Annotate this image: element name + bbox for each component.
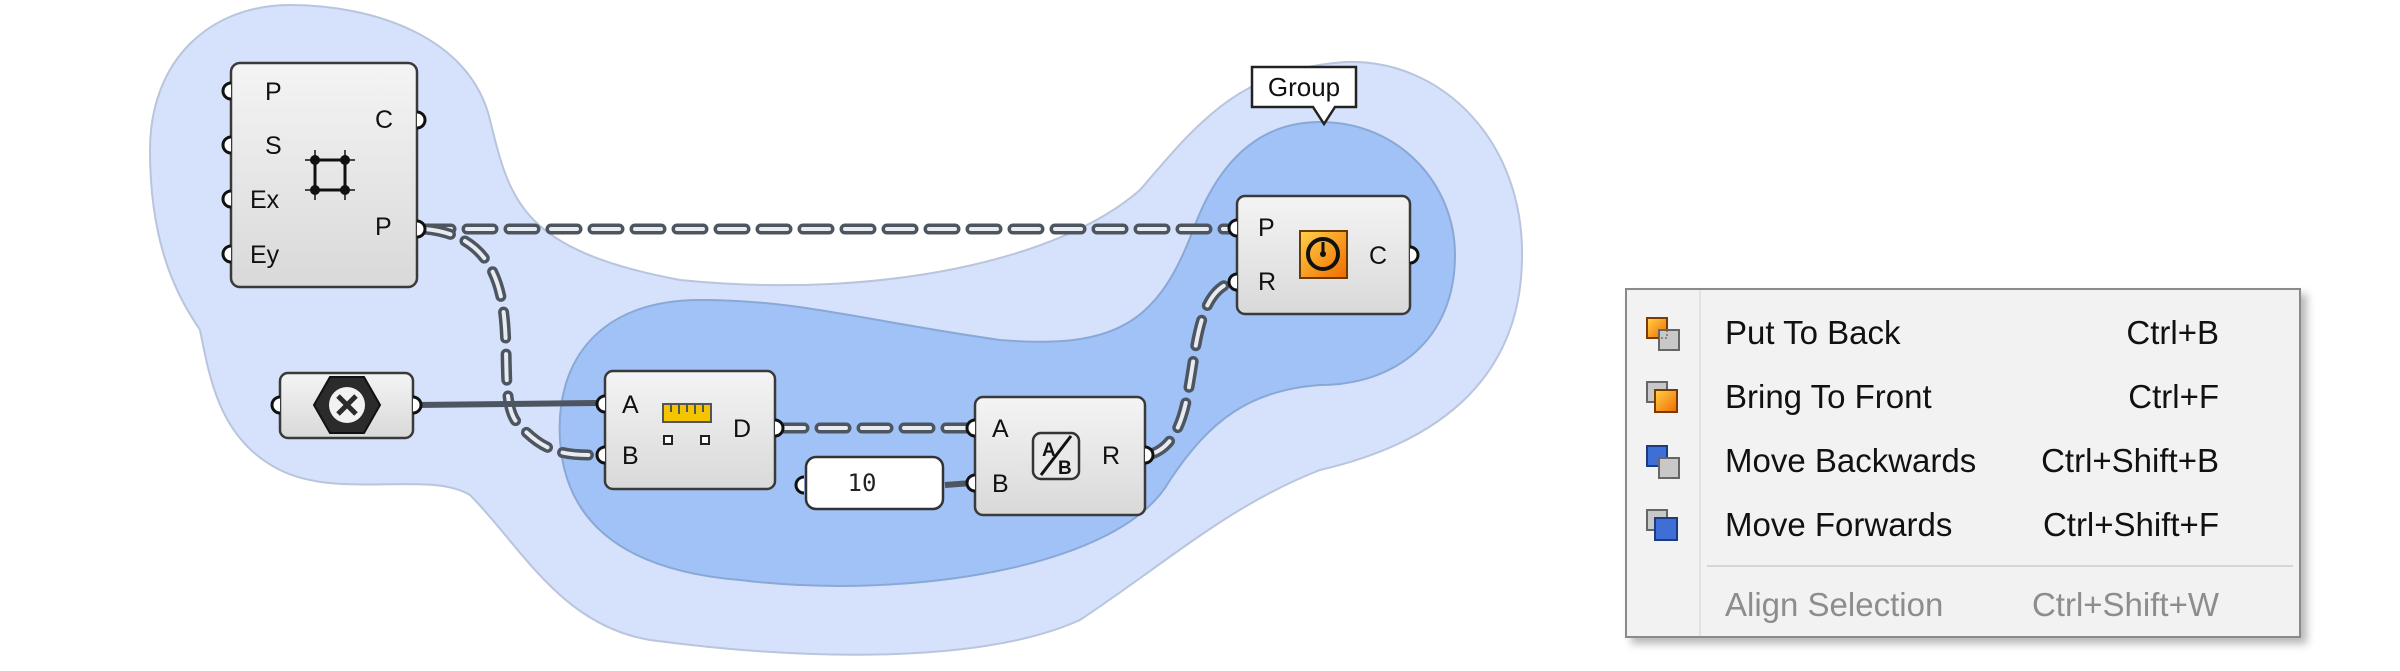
ruler-icon bbox=[662, 403, 712, 445]
circle-icon bbox=[1299, 230, 1348, 279]
division-output-r: R bbox=[1102, 442, 1120, 470]
menu-item-shortcut: Ctrl+Shift+F bbox=[2042, 506, 2219, 543]
rectangle-component[interactable]: P S Ex Ey C P bbox=[221, 61, 427, 289]
menu-item-bring-to-front[interactable]: Bring To Front Ctrl+F bbox=[1627, 364, 2299, 428]
menu-item-align-selection[interactable]: Align Selection Ctrl+Shift+W bbox=[1627, 572, 2299, 636]
distance-output-d: D bbox=[733, 415, 751, 443]
division-input-b: B bbox=[992, 470, 1009, 498]
menu-item-label: Move Forwards bbox=[1725, 506, 1953, 543]
input-grips[interactable] bbox=[221, 81, 232, 264]
delete-hexagon-icon bbox=[312, 376, 382, 434]
number-panel[interactable]: 10 bbox=[794, 455, 945, 511]
menu-item-shortcut: Ctrl+Shift+W bbox=[2031, 586, 2219, 623]
bring-to-front-icon bbox=[1646, 381, 1678, 413]
move-backwards-icon bbox=[1646, 445, 1680, 479]
rect-input-s: S bbox=[265, 132, 282, 160]
rect-output-c: C bbox=[375, 106, 393, 134]
menu-item-shortcut: Ctrl+F bbox=[2128, 378, 2219, 415]
circle-output-c: C bbox=[1369, 242, 1387, 270]
put-to-back-icon bbox=[1646, 317, 1680, 351]
menu-item-label: Put To Back bbox=[1725, 314, 1901, 351]
svg-text:A: A bbox=[1042, 440, 1056, 461]
menu-item-put-to-back[interactable]: Put To Back Ctrl+B bbox=[1627, 300, 2299, 364]
menu-item-shortcut: Ctrl+B bbox=[2126, 314, 2219, 351]
rect-input-ex: Ex bbox=[250, 186, 280, 214]
group-tag-label: Group bbox=[1268, 72, 1340, 102]
menu-item-label: Align Selection bbox=[1725, 586, 1944, 623]
division-input-a: A bbox=[992, 415, 1009, 443]
wire-delete-to-distance bbox=[414, 400, 597, 408]
distance-input-b: B bbox=[622, 442, 639, 470]
menu-separator bbox=[1707, 565, 2293, 567]
context-menu: Put To Back Ctrl+B Bring To Front Ctrl+F… bbox=[1625, 288, 2301, 638]
menu-item-shortcut: Ctrl+Shift+B bbox=[2041, 442, 2219, 479]
circle-component[interactable]: P R C bbox=[1227, 194, 1420, 316]
wires bbox=[414, 223, 1238, 488]
rect-input-ey: Ey bbox=[250, 241, 280, 269]
svg-text:B: B bbox=[1058, 458, 1072, 479]
divide-icon: A B bbox=[1031, 431, 1081, 481]
inner-group-region[interactable] bbox=[558, 120, 1457, 587]
menu-item-label: Move Backwards bbox=[1725, 442, 1977, 479]
move-forwards-icon bbox=[1646, 509, 1678, 541]
rectangle-icon bbox=[305, 150, 355, 200]
number-panel-value[interactable]: 10 bbox=[848, 469, 877, 497]
division-component[interactable]: A B R A B bbox=[965, 395, 1155, 517]
circle-input-p: P bbox=[1258, 214, 1275, 242]
menu-item-move-forwards[interactable]: Move Forwards Ctrl+Shift+F bbox=[1627, 492, 2299, 556]
distance-component[interactable]: A B D bbox=[595, 369, 785, 491]
distance-input-a: A bbox=[622, 391, 639, 419]
circle-input-r: R bbox=[1258, 268, 1276, 296]
rect-input-p: P bbox=[265, 78, 282, 106]
delete-component[interactable] bbox=[270, 371, 423, 440]
rect-output-p: P bbox=[375, 213, 392, 241]
menu-item-move-backwards[interactable]: Move Backwards Ctrl+Shift+B bbox=[1627, 428, 2299, 492]
group-tag[interactable]: Group bbox=[1250, 65, 1358, 127]
menu-item-label: Bring To Front bbox=[1725, 378, 1932, 415]
